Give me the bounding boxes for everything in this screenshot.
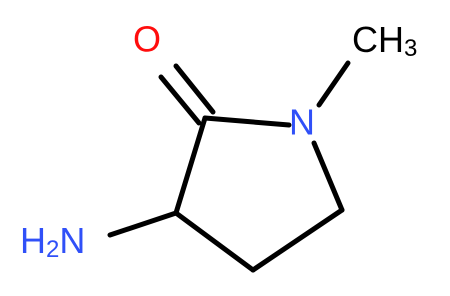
methyl-group-label: CH3 xyxy=(352,19,417,63)
c4-c3-bond xyxy=(173,210,256,273)
c3-amino-bond xyxy=(107,210,179,238)
amino-group-label: H2N xyxy=(20,220,85,264)
methyl-carbon: C xyxy=(352,19,378,60)
carbonyl-bond-inner xyxy=(158,74,202,126)
c3-c2-bond xyxy=(173,115,208,216)
oxygen-atom-label: O xyxy=(133,19,161,60)
c5-c4-bond xyxy=(250,207,345,273)
n1-c5-bond xyxy=(311,140,345,213)
ring-nitrogen-atom-label: N xyxy=(289,102,315,143)
amino-hydrogen: H xyxy=(20,220,46,261)
c2-n1-bond xyxy=(202,115,292,128)
n1-methyl-bond xyxy=(316,60,351,108)
methyl-subscript: 3 xyxy=(404,35,417,62)
amino-subscript: 2 xyxy=(46,236,59,263)
methyl-hydrogen: H xyxy=(378,19,404,60)
amino-nitrogen: N xyxy=(59,220,85,261)
carbonyl-bond-outer xyxy=(173,63,216,115)
